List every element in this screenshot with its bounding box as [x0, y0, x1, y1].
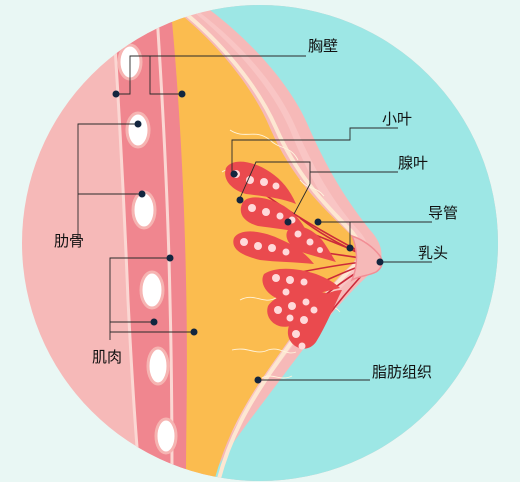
- pointer-lobe: [236, 161, 398, 226]
- skin-region: [196, 5, 498, 481]
- label-muscle: 肌肉: [92, 348, 122, 366]
- pointer-nipple: [376, 258, 432, 266]
- nipple: [350, 234, 383, 283]
- skin-inner-band: [178, 5, 369, 481]
- label-duct: 导管: [428, 204, 458, 222]
- pointer-lobule: [230, 127, 398, 178]
- label-rib: 肋骨: [54, 232, 84, 250]
- pointer-muscle: [109, 254, 198, 340]
- label-chest-wall: 胸壁: [308, 37, 338, 55]
- label-fat: 脂肪组织: [372, 363, 432, 381]
- lobe-alveoli: [232, 170, 323, 350]
- pointer-duct: [314, 218, 432, 252]
- pointer-fat: [254, 376, 370, 384]
- label-lobe: 腺叶: [398, 154, 428, 172]
- pointer-rib: [77, 120, 146, 240]
- pointer-chest-wall: [112, 55, 306, 98]
- label-lobule: 小叶: [382, 110, 412, 128]
- rib-column-edge: [110, 5, 142, 481]
- label-nipple: 乳头: [418, 244, 448, 262]
- chest-muscle: [146, 5, 187, 481]
